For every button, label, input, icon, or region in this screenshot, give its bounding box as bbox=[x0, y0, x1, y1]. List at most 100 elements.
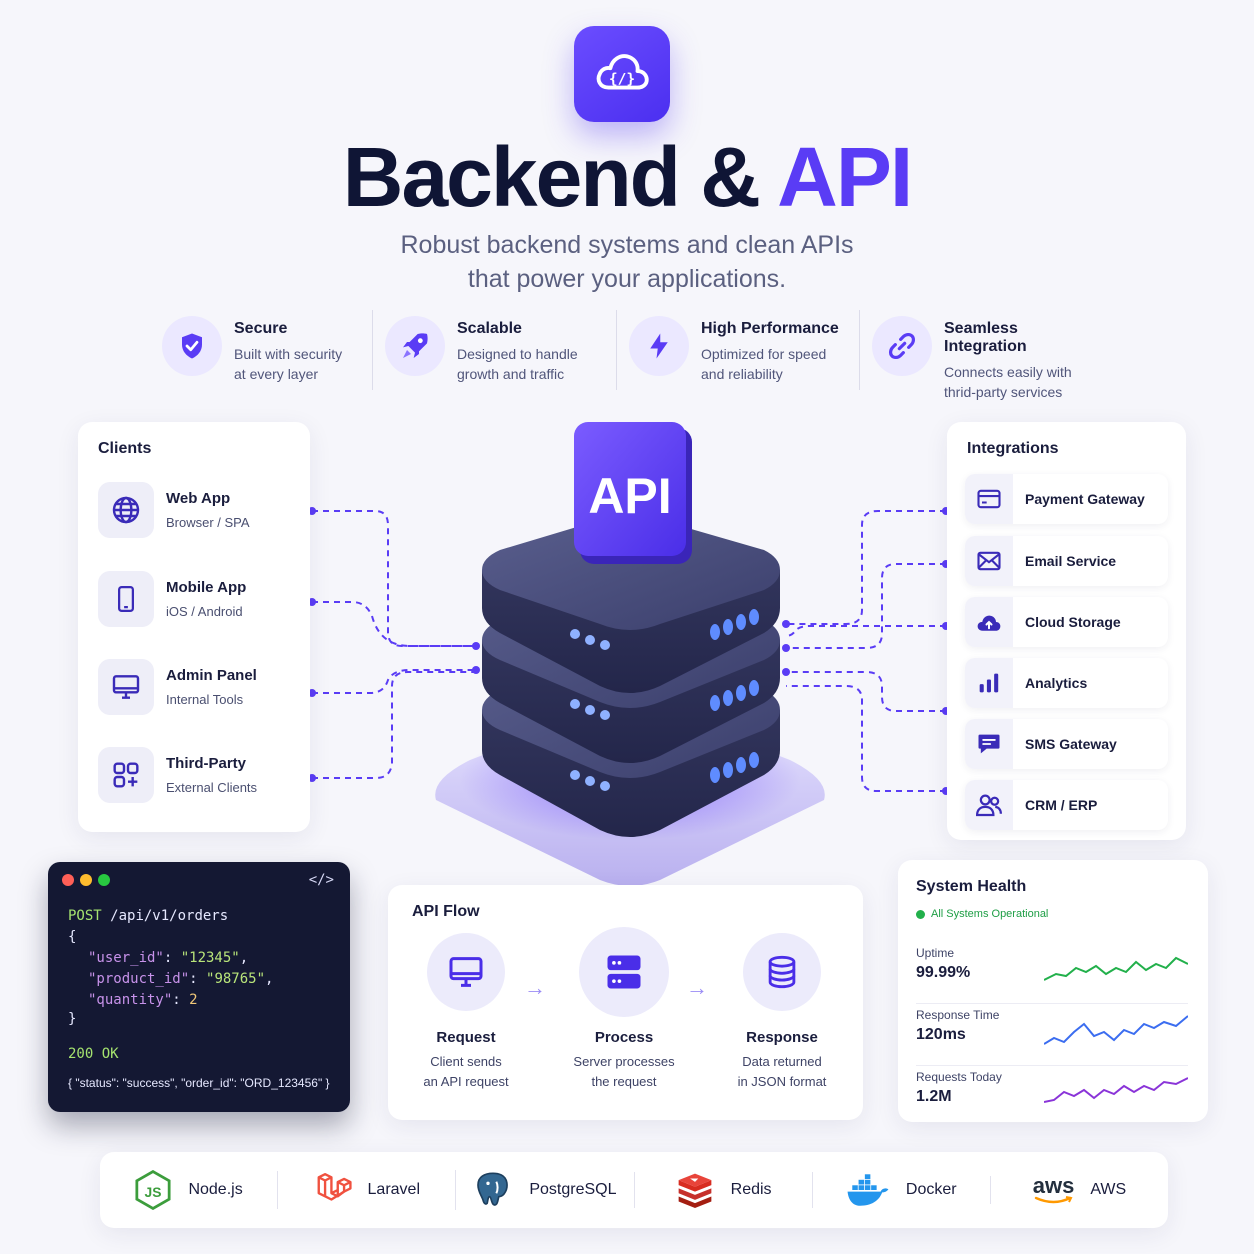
integration-name: Email Service bbox=[1025, 553, 1117, 569]
feature-desc-line: at every layer bbox=[234, 366, 319, 382]
tech-label: AWS bbox=[1090, 1181, 1127, 1198]
status-text: All Systems Operational bbox=[931, 908, 1049, 920]
flow-step-name: Request bbox=[436, 1029, 496, 1046]
window-close-dot[interactable] bbox=[62, 874, 74, 886]
flow-desc-line: an API request bbox=[423, 1074, 509, 1089]
flow-step-name: Process bbox=[594, 1029, 654, 1046]
code-value: "12345" bbox=[180, 950, 240, 966]
apps-add-icon bbox=[98, 747, 154, 803]
tech-postgresql: PostgreSQL bbox=[455, 1170, 633, 1210]
tech-aws: aws AWS bbox=[989, 1173, 1168, 1204]
client-name: Admin Panel bbox=[166, 667, 257, 684]
client-sub: Internal Tools bbox=[166, 692, 244, 707]
flow-step-name: Response bbox=[746, 1029, 818, 1046]
subtitle-line-2: that power your applications. bbox=[467, 265, 787, 293]
metric-label: Requests Today bbox=[916, 1070, 1002, 1084]
code-value: 2 bbox=[189, 992, 198, 1008]
system-health-panel: System Health All Systems Operational Up… bbox=[898, 860, 1208, 1122]
flow-desc-line: Server processes bbox=[573, 1054, 675, 1069]
window-maximize-dot[interactable] bbox=[98, 874, 110, 886]
code-status: 200 OK bbox=[68, 1046, 119, 1062]
metric-label: Response Time bbox=[916, 1008, 1000, 1022]
svg-text:{/}: {/} bbox=[609, 72, 635, 88]
client-name: Web App bbox=[166, 490, 231, 507]
laravel-icon bbox=[317, 1172, 352, 1201]
metric-label: Uptime bbox=[916, 946, 955, 960]
feature-desc-line: Optimized for speed bbox=[701, 346, 827, 362]
feature-desc-line: and reliability bbox=[701, 366, 783, 382]
uptime-sparkline bbox=[1044, 956, 1188, 981]
redis-icon bbox=[678, 1173, 712, 1208]
tech-label: Laravel bbox=[367, 1181, 420, 1198]
window-minimize-dot[interactable] bbox=[80, 874, 92, 886]
aws-logo-text: aws bbox=[1032, 1173, 1075, 1198]
requests-sparkline bbox=[1044, 1077, 1188, 1103]
integration-name: Payment Gateway bbox=[1025, 491, 1145, 507]
code-value: "98765" bbox=[206, 971, 266, 987]
client-sub: Browser / SPA bbox=[166, 515, 250, 530]
code-key: "product_id" bbox=[88, 971, 190, 987]
code-path: /api/v1/orders bbox=[110, 908, 229, 924]
client-sub: iOS / Android bbox=[166, 604, 243, 619]
envelope-icon bbox=[965, 536, 1013, 586]
smartphone-icon bbox=[98, 571, 154, 627]
lightning-icon bbox=[629, 316, 689, 376]
metric-response-time: Response Time 120ms bbox=[916, 1008, 1188, 1066]
tech-stack-bar: JS Node.js Laravel PostgreSQL Redis Dock… bbox=[100, 1152, 1168, 1228]
rocket-icon bbox=[385, 316, 445, 376]
api-badge: API bbox=[574, 422, 692, 564]
integration-email-service[interactable]: Email Service bbox=[965, 536, 1168, 586]
integration-payment-gateway[interactable]: Payment Gateway bbox=[965, 474, 1168, 524]
code-field: "user_id": "12345", bbox=[88, 950, 249, 966]
arrow-right-icon: → bbox=[686, 975, 708, 1000]
link-icon bbox=[872, 316, 932, 376]
chat-bubble-icon bbox=[965, 719, 1013, 769]
feature-desc: Optimized for speed and reliability bbox=[701, 344, 851, 384]
nodejs-icon: JS bbox=[135, 1170, 171, 1210]
code-method: POST bbox=[68, 908, 102, 924]
client-name: Third-Party bbox=[166, 755, 247, 772]
feature-integration: Seamless Integration Connects easily wit… bbox=[859, 310, 1110, 400]
metric-value: 1.2M bbox=[916, 1088, 952, 1105]
integrations-title: Integrations bbox=[967, 440, 1059, 457]
integration-crm-erp[interactable]: CRM / ERP bbox=[965, 780, 1168, 830]
feature-desc-line: Built with security bbox=[234, 346, 343, 362]
title-accent: API bbox=[777, 130, 913, 224]
code-key: "user_id" bbox=[88, 950, 164, 966]
code-sep: , bbox=[265, 971, 274, 987]
integration-name: Analytics bbox=[1025, 675, 1088, 691]
monitor-icon bbox=[98, 659, 154, 715]
status-badge: All Systems Operational bbox=[916, 908, 1048, 920]
database-icon bbox=[743, 933, 821, 1011]
code-field: "quantity": 2 bbox=[88, 992, 198, 1008]
integration-analytics[interactable]: Analytics bbox=[965, 658, 1168, 708]
api-badge-label: API bbox=[588, 468, 671, 524]
code-sep: , bbox=[239, 950, 249, 966]
feature-desc-line: Connects easily with bbox=[944, 364, 1072, 380]
code-response: { "status": "success", "order_id": "ORD_… bbox=[68, 1076, 330, 1090]
response-time-sparkline bbox=[1044, 1015, 1188, 1045]
title-main: Backend & bbox=[342, 130, 778, 224]
credit-card-icon bbox=[965, 474, 1013, 524]
integration-cloud-storage[interactable]: Cloud Storage bbox=[965, 597, 1168, 647]
code-request-line: POST /api/v1/orders bbox=[68, 908, 228, 924]
integration-sms-gateway[interactable]: SMS Gateway bbox=[965, 719, 1168, 769]
bar-chart-icon bbox=[965, 658, 1013, 708]
metric-requests-today: Requests Today 1.2M bbox=[916, 1070, 1188, 1120]
tech-label: Redis bbox=[730, 1181, 772, 1198]
